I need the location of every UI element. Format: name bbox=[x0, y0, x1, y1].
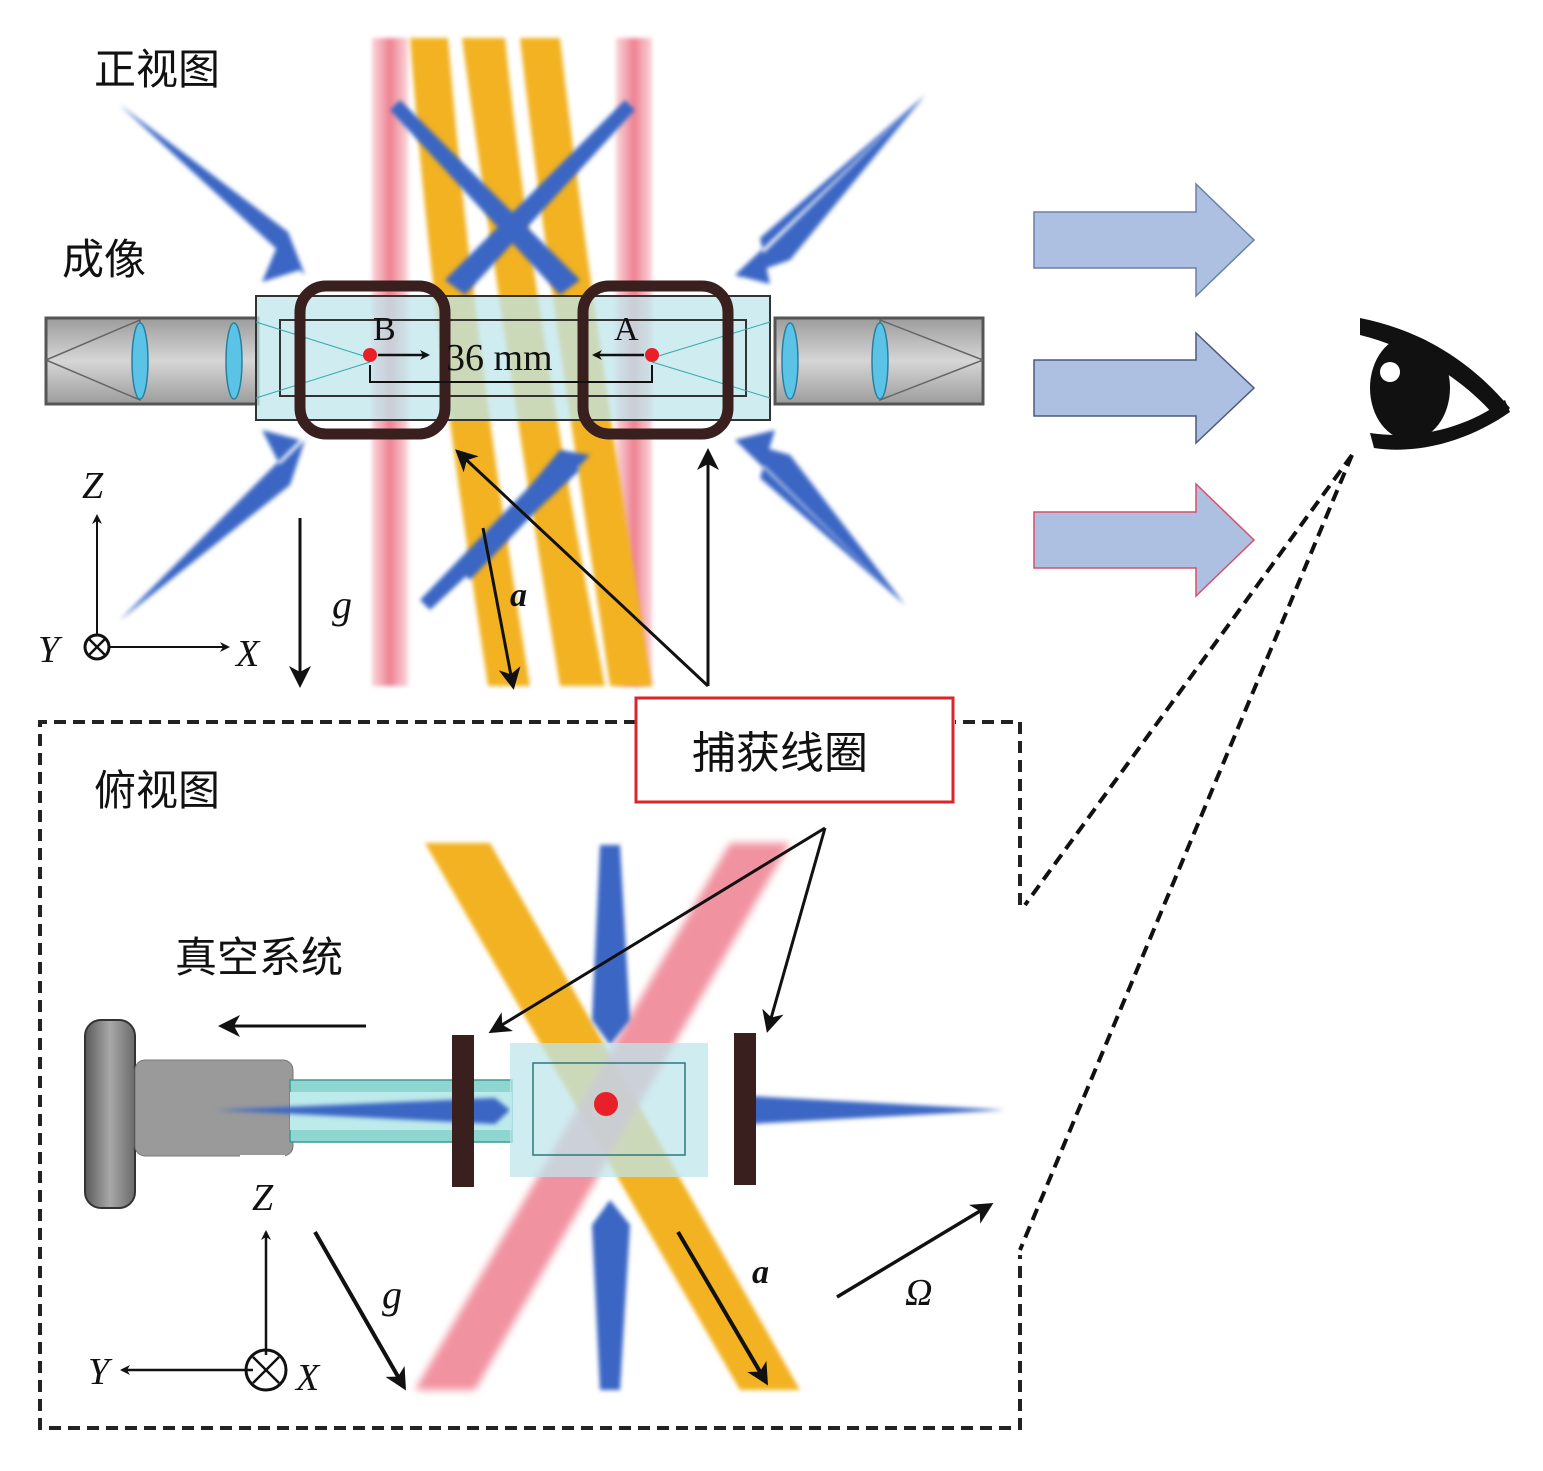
view-arrow-3 bbox=[1033, 482, 1256, 598]
trap-coil-label: 捕获线圈 bbox=[692, 728, 868, 779]
top-acceleration-label: a bbox=[752, 1254, 769, 1291]
trap-coil-b bbox=[294, 280, 451, 440]
view-arrow-1 bbox=[1033, 182, 1256, 298]
top-acceleration-arrow bbox=[676, 1230, 769, 1386]
acceleration-arrow bbox=[481, 527, 521, 690]
view-arrow-2 bbox=[1033, 331, 1256, 445]
front-view-title: 正视图 bbox=[94, 45, 220, 94]
top-gravity-arrow bbox=[313, 1231, 406, 1391]
trap-coil-callout: 捕获线圈 bbox=[634, 696, 955, 804]
top-coil-right bbox=[734, 1033, 756, 1185]
vacuum-pump bbox=[84, 1019, 294, 1209]
axis-y-label: Y bbox=[38, 629, 63, 671]
acceleration-label: a bbox=[510, 577, 527, 614]
front-axes: Z Y X bbox=[38, 465, 261, 675]
atom-cloud bbox=[594, 1092, 618, 1116]
view-connectors bbox=[1018, 453, 1354, 1251]
axis-x-label: X bbox=[234, 633, 261, 675]
top-cooling-beams bbox=[215, 845, 1005, 1390]
rotation-arrow bbox=[836, 1202, 994, 1299]
rotation-label: Ω bbox=[905, 1272, 932, 1314]
top-coil-left bbox=[452, 1035, 474, 1187]
eye-icon bbox=[1360, 318, 1510, 450]
top-axes: Z Y X bbox=[88, 1177, 321, 1399]
separation-label: 36 mm bbox=[446, 337, 553, 379]
top-axis-y-label: Y bbox=[88, 1351, 113, 1393]
imaging-label: 成像 bbox=[62, 235, 146, 284]
imaging-tube-right bbox=[773, 316, 985, 406]
top-view-frame bbox=[38, 720, 1022, 1430]
vacuum-system-label: 真空系统 bbox=[175, 933, 343, 982]
atom-b bbox=[363, 348, 377, 362]
gravity-label: g bbox=[332, 582, 352, 627]
top-view-title: 俯视图 bbox=[94, 766, 220, 815]
axis-z-label: Z bbox=[82, 465, 104, 507]
atom-a bbox=[645, 348, 659, 362]
point-a-label: A bbox=[614, 311, 639, 348]
top-axis-z-label: Z bbox=[252, 1177, 274, 1219]
top-view: 俯视图 真空系统 a bbox=[84, 766, 1005, 1399]
top-axis-x-label: X bbox=[294, 1357, 321, 1399]
front-view: B A 36 mm a g Z Y X 正视图 成像 bbox=[38, 38, 985, 690]
top-gravity-label: g bbox=[382, 1272, 402, 1317]
trap-coil-a bbox=[577, 280, 734, 440]
vacuum-cell-outer bbox=[255, 295, 771, 421]
vacuum-cell-inner bbox=[279, 319, 747, 397]
imaging-tube-left bbox=[44, 316, 260, 406]
view-arrows bbox=[1033, 182, 1256, 598]
point-b-label: B bbox=[373, 311, 396, 348]
